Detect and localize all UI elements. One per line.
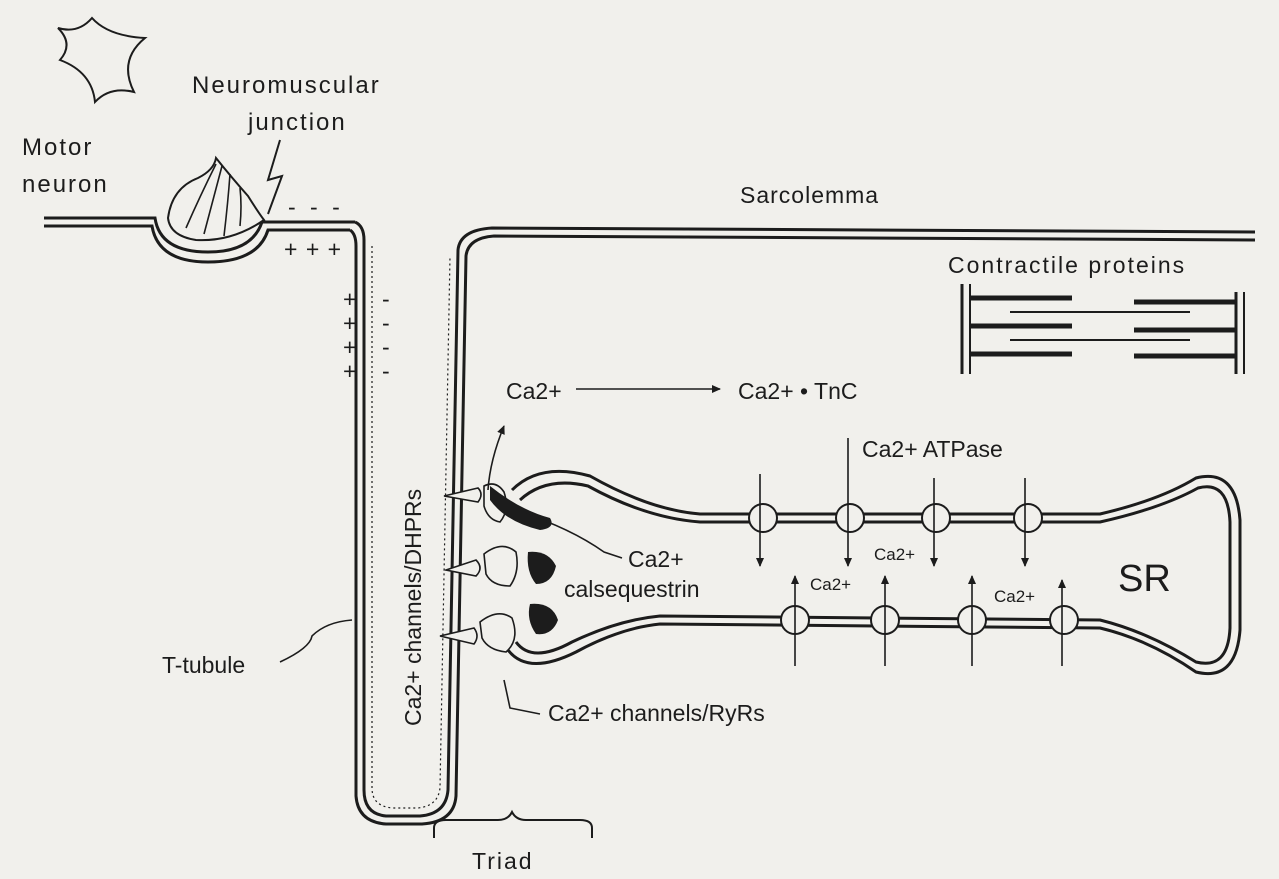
ca-pump-label-2: Ca2+ [874,546,915,563]
motor-neuron-label-2: neuron [22,173,109,197]
sarcolemma-label: Sarcolemma [740,184,879,207]
t-tubule-label: T-tubule [162,654,245,677]
charge-minus-4: - [382,360,390,383]
charge-plus-1: + [343,288,356,311]
ca-atpase-label: Ca2+ ATPase [862,438,1003,461]
calsequestrin-label-2: calsequestrin [564,578,700,601]
charge-minus-3: - [382,336,390,359]
charge-outer-plus: + + + [284,238,342,261]
ca-source-label: Ca2+ [506,380,562,403]
sr-label: SR [1118,560,1171,598]
contractile-proteins-drawing [962,284,1244,374]
neuromuscular-junction-label-2: junction [248,111,347,135]
charge-plus-3: + [343,336,356,359]
ca-pump-label-3: Ca2+ [994,588,1035,605]
nerve-terminal-shape [168,158,264,240]
triad-label: Triad [472,850,534,873]
charge-plus-2: + [343,312,356,335]
ryr-label: Ca2+ channels/RyRs [548,702,765,725]
neuromuscular-junction-label: Neuromuscular [192,74,381,98]
charge-plus-4: + [343,360,356,383]
triad-brace [434,812,592,838]
ca-tnc-label: Ca2+ • TnC [738,380,858,403]
calsequestrin-label: Ca2+ [628,548,684,571]
charge-outer-minus: - - - [288,196,344,219]
charge-minus-1: - [382,288,390,311]
atpase-pumps-upper [749,504,1042,532]
motor-neuron-label: Motor [22,136,93,160]
motor-neuron-shape [58,18,145,102]
dhpr-label: Ca2+ channels/DHPRs [402,489,425,726]
depolarization-bolt [268,140,282,214]
ca-flow-arrows [488,389,720,490]
contractile-proteins-label: Contractile proteins [948,254,1186,277]
ca-pump-label-1: Ca2+ [810,576,851,593]
charge-minus-2: - [382,312,390,335]
